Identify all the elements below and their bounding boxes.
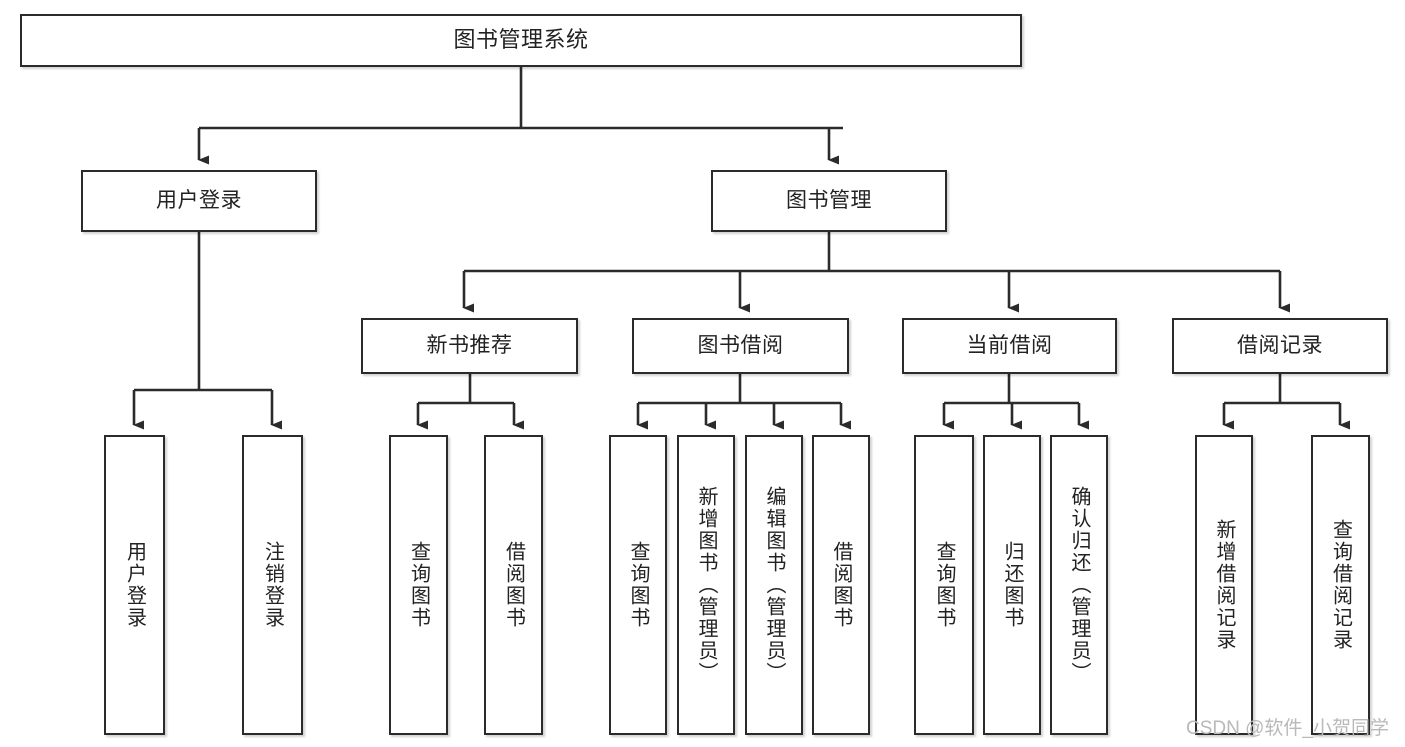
node-leaf-borrow-book-rec-label: 借阅图书 xyxy=(502,541,525,629)
node-root[interactable]: 图书管理系统 xyxy=(20,14,1022,67)
node-leaf-borrow-book-rec[interactable]: 借阅图书 xyxy=(484,435,543,735)
node-leaf-query-book-borrow-label: 查询图书 xyxy=(627,541,649,629)
node-leaf-edit-book-admin-label: 编辑图书（管理员） xyxy=(763,486,785,684)
node-leaf-borrow-book[interactable]: 借阅图书 xyxy=(812,435,870,735)
node-leaf-add-borrow-record[interactable]: 新增借阅记录 xyxy=(1195,435,1253,735)
node-user-login[interactable]: 用户登录 xyxy=(81,170,317,232)
node-leaf-query-book-rec-label: 查询图书 xyxy=(407,541,430,629)
node-leaf-query-borrow-record-label: 查询借阅记录 xyxy=(1329,519,1352,651)
node-leaf-user-logout[interactable]: 注销登录 xyxy=(242,435,303,735)
node-leaf-confirm-return-admin[interactable]: 确认归还（管理员） xyxy=(1050,435,1108,735)
node-leaf-add-borrow-record-label: 新增借阅记录 xyxy=(1213,519,1235,651)
node-leaf-user-login[interactable]: 用户登录 xyxy=(104,435,165,735)
node-borrow-record[interactable]: 借阅记录 xyxy=(1172,318,1388,374)
node-book-management[interactable]: 图书管理 xyxy=(711,170,947,232)
node-leaf-query-book-current-label: 查询图书 xyxy=(933,541,955,629)
node-leaf-user-login-label: 用户登录 xyxy=(123,541,146,629)
node-leaf-edit-book-admin[interactable]: 编辑图书（管理员） xyxy=(745,435,803,735)
node-leaf-query-borrow-record[interactable]: 查询借阅记录 xyxy=(1311,435,1370,735)
node-root-label: 图书管理系统 xyxy=(453,27,589,53)
node-leaf-query-book-rec[interactable]: 查询图书 xyxy=(389,435,448,735)
node-current-borrow-label: 当前借阅 xyxy=(966,334,1053,358)
node-current-borrow[interactable]: 当前借阅 xyxy=(902,318,1117,374)
node-book-borrow-label: 图书借阅 xyxy=(697,334,784,358)
node-leaf-return-book[interactable]: 归还图书 xyxy=(983,435,1041,735)
csdn-watermark: CSDN @软件_小贺同学 xyxy=(1186,718,1389,739)
node-leaf-query-book-borrow[interactable]: 查询图书 xyxy=(609,435,667,735)
node-new-book-recommend-label: 新书推荐 xyxy=(426,334,513,358)
node-leaf-confirm-return-admin-label: 确认归还（管理员） xyxy=(1068,486,1090,684)
node-leaf-add-book-admin[interactable]: 新增图书（管理员） xyxy=(677,435,735,735)
node-leaf-return-book-label: 归还图书 xyxy=(1001,541,1023,629)
node-borrow-record-label: 借阅记录 xyxy=(1237,334,1323,358)
node-leaf-borrow-book-label: 借阅图书 xyxy=(830,541,852,629)
node-leaf-user-logout-label: 注销登录 xyxy=(261,541,284,629)
node-user-login-label: 用户登录 xyxy=(156,189,242,213)
node-leaf-query-book-current[interactable]: 查询图书 xyxy=(914,435,974,735)
node-book-management-label: 图书管理 xyxy=(786,189,872,213)
node-new-book-recommend[interactable]: 新书推荐 xyxy=(361,318,578,374)
node-leaf-add-book-admin-label: 新增图书（管理员） xyxy=(695,486,717,684)
node-book-borrow[interactable]: 图书借阅 xyxy=(632,318,849,374)
